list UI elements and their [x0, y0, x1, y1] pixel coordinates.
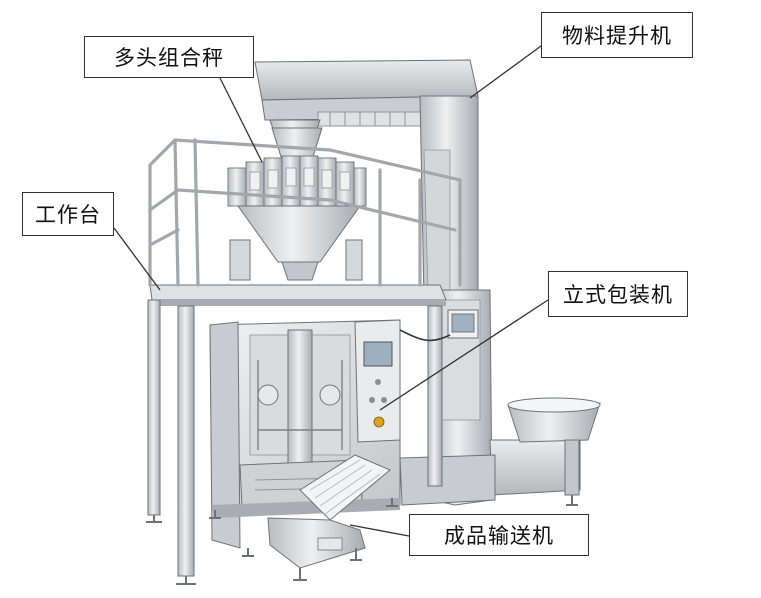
material-elevator [254, 59, 601, 506]
work-platform [146, 138, 462, 585]
leader-lines [113, 45, 549, 537]
leader-packer [379, 299, 549, 411]
leader-platform [113, 227, 161, 291]
leader-weigher [219, 77, 263, 163]
leader-conveyor [349, 524, 410, 537]
leader-elevator [469, 45, 542, 99]
label-multihead-weigher: 多头组合秤 [84, 36, 254, 78]
multihead-weigher [227, 127, 367, 281]
label-material-elevator: 物料提升机 [541, 12, 693, 58]
label-vertical-packer: 立式包装机 [548, 271, 688, 317]
label-work-platform: 工作台 [22, 192, 114, 236]
label-product-conveyor: 成品输送机 [409, 514, 589, 556]
product-conveyor [267, 454, 391, 581]
